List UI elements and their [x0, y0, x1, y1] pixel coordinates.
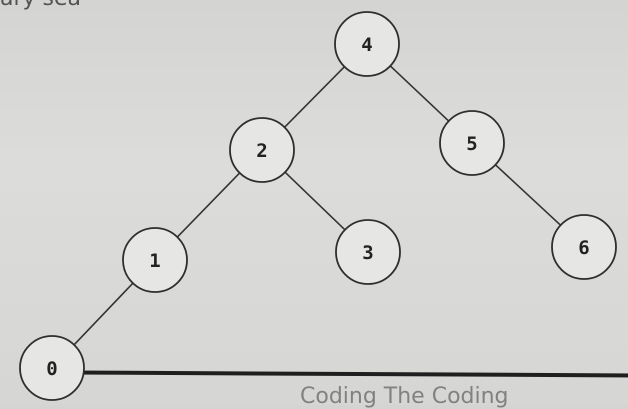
tree-node-5: 5	[439, 110, 505, 176]
node-circle-4	[334, 11, 400, 77]
node-circle-1	[122, 227, 188, 293]
edge-1-0	[73, 282, 134, 346]
tree-node-6: 6	[551, 214, 617, 280]
node-label-4: 4	[361, 34, 372, 56]
node-label-1: 1	[149, 250, 160, 272]
edge-2-3	[284, 171, 346, 231]
tree-node-4: 4	[334, 11, 400, 77]
node-label-3: 3	[362, 242, 373, 264]
tree-edges	[73, 65, 562, 346]
node-label-2: 2	[256, 140, 267, 162]
cropped-heading-text: ary sea	[0, 0, 81, 11]
edge-4-2	[283, 66, 346, 128]
node-circle-3	[335, 219, 401, 285]
tree-node-1: 1	[122, 227, 188, 293]
tree-node-2: 2	[229, 117, 295, 183]
edge-2-1	[176, 172, 241, 238]
tree-node-0: 0	[19, 335, 85, 401]
tree-nodes: 4 2 5 1 3 6 0	[19, 11, 617, 401]
node-circle-2	[229, 117, 295, 183]
node-circle-0	[19, 335, 85, 401]
node-label-6: 6	[578, 237, 589, 259]
node-label-0: 0	[46, 358, 57, 380]
node-circle-6	[551, 214, 617, 280]
node-label-5: 5	[466, 133, 477, 155]
tree-node-3: 3	[335, 219, 401, 285]
node-circle-5	[439, 110, 505, 176]
edge-5-6	[494, 164, 562, 226]
edge-4-5	[389, 65, 450, 122]
